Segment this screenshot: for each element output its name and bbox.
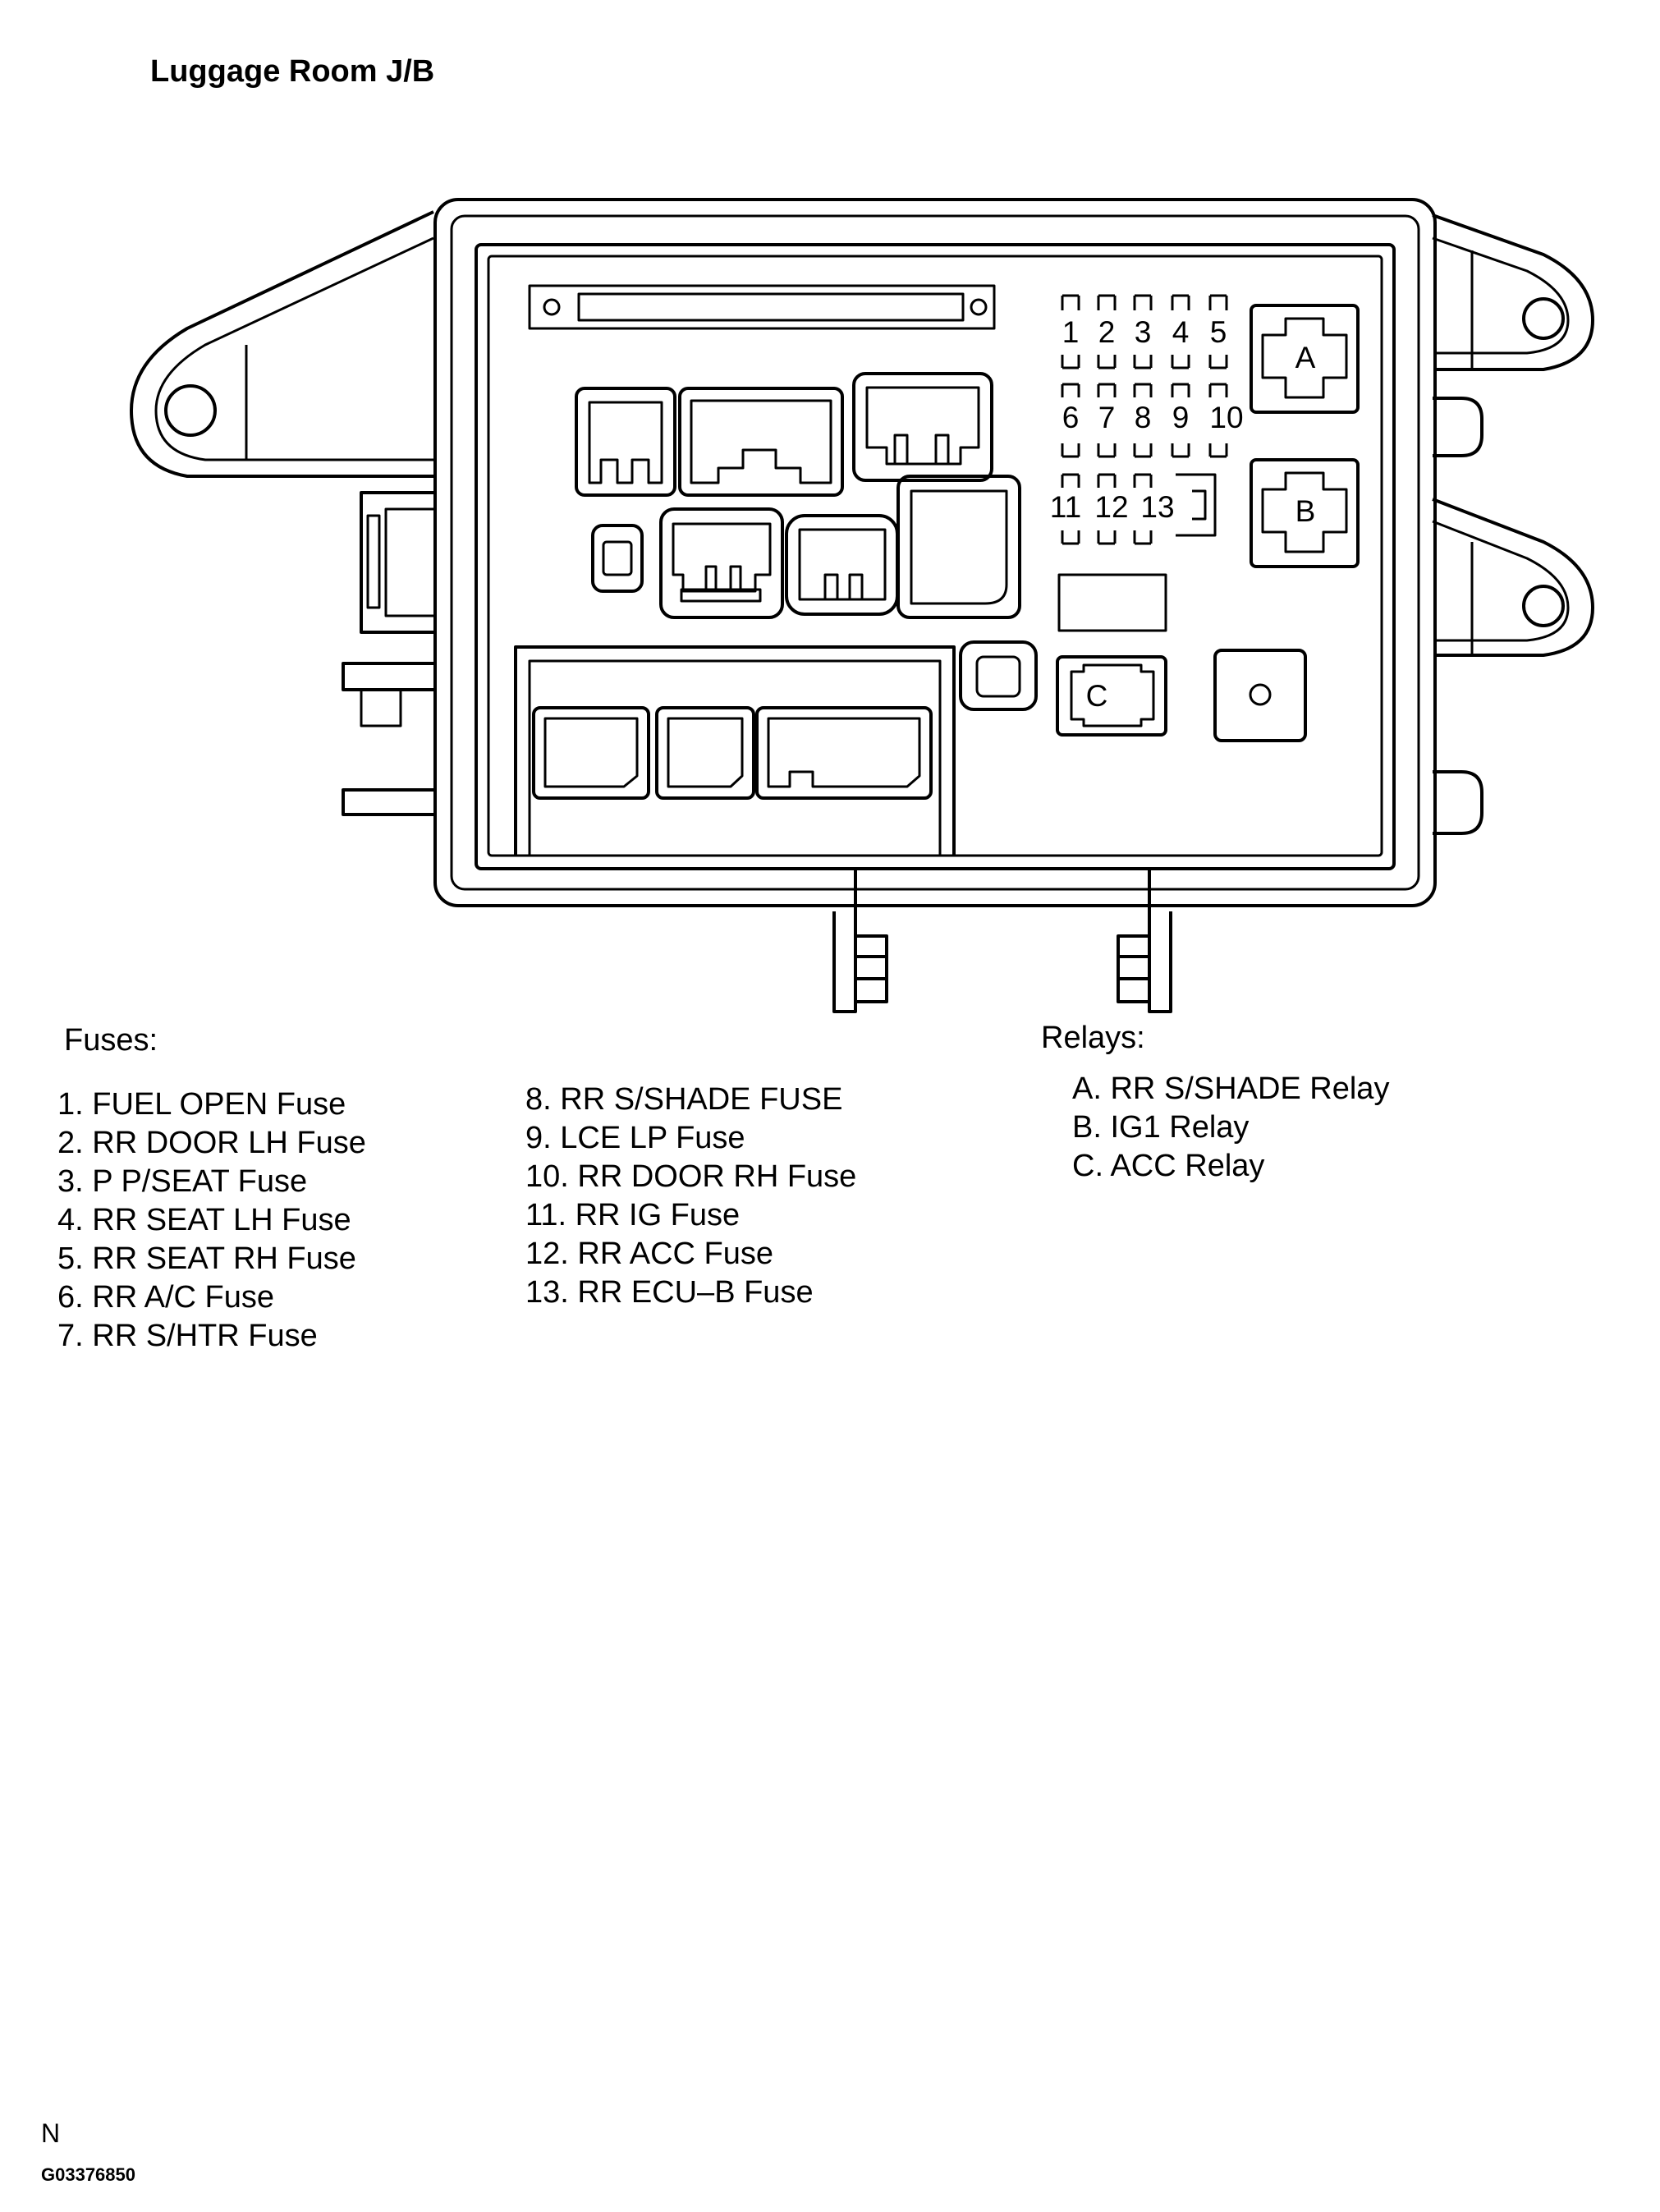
figure-code: G03376850 [41,2164,135,2185]
right-mount-hole-upper [1522,297,1565,340]
fuse-list-item: 4. RR SEAT LH Fuse [57,1203,351,1237]
page-title: Luggage Room J/B [150,54,435,89]
connector-8 [532,706,650,800]
left-side-latch [360,491,437,634]
relay-list-item: A. RR S/SHADE Relay [1072,1072,1390,1106]
bottom-tab-left [832,869,888,1013]
relay-list-item: C. ACC Relay [1072,1149,1265,1183]
blank-module [1057,573,1167,632]
connector-4 [591,524,644,593]
fuse-number-2: 2 [1098,315,1116,349]
fuse-list-item: 9. LCE LP Fuse [525,1121,745,1155]
fuse-number-11: 11 [1050,490,1081,524]
relay-list: A. RR S/SHADE Relay B. IG1 Relay C. ACC … [1072,1070,1389,1186]
fuse-number-9: 9 [1172,401,1190,434]
left-mount-hole [164,384,217,437]
relay-label-c: C [1086,679,1108,713]
fuse-number-10: 10 [1209,401,1243,434]
housing-outer [433,198,1437,907]
fuse-number-7: 7 [1098,401,1116,434]
relay-list-item: B. IG1 Relay [1072,1110,1250,1145]
fuse-number-3: 3 [1135,315,1152,349]
long-connector [528,284,996,330]
relay-b-housing [1250,458,1360,568]
fuse-number-1: 1 [1062,315,1080,349]
bottom-tab-right [1117,869,1172,1013]
relay-label-b: B [1295,494,1316,528]
fuse-list-column-2: 8. RR S/SHADE FUSE 9. LCE LP Fuse 10. RR… [525,1081,856,1312]
right-mounting-bracket-upper [1432,213,1594,371]
relay-a-housing [1250,304,1360,414]
connector-5 [659,507,784,619]
housing-inner-frame [475,243,1396,870]
fuse-list-item: 5. RR SEAT RH Fuse [57,1241,356,1276]
footer-letter: N [41,2118,61,2148]
fuse-list-item: 3. P P/SEAT Fuse [57,1164,308,1199]
fuse-number-13: 13 [1140,490,1174,524]
relays-heading: Relays: [1041,1021,1145,1055]
fuse-list-item: 1. FUEL OPEN Fuse [57,1087,346,1122]
right-mount-hole-lower [1522,585,1565,627]
fuse-number-5: 5 [1210,315,1227,349]
connector-9 [655,706,755,800]
right-mounting-bracket-lower [1432,498,1594,657]
relay-label-a: A [1295,341,1316,374]
fuse-list-item: 12. RR ACC Fuse [525,1237,773,1271]
fuse-number-8: 8 [1135,401,1152,434]
fuse-list-column-1: 1. FUEL OPEN Fuse 2. RR DOOR LH Fuse 3. … [57,1085,366,1356]
fuse-list-item: 7. RR S/HTR Fuse [57,1319,318,1353]
fuse-list-item: 11. RR IG Fuse [525,1198,741,1232]
lower-connector-bay [514,645,956,856]
fuse-list-item: 6. RR A/C Fuse [57,1280,274,1315]
fuse-number-6: 6 [1062,401,1080,434]
connector-1 [575,387,676,497]
connector-11 [959,640,1038,711]
fuse-list-item: 8. RR S/SHADE FUSE [525,1082,843,1117]
fuse-list-item: 2. RR DOOR LH Fuse [57,1126,366,1160]
connector-3 [852,372,993,482]
fuse-number-12: 12 [1094,490,1128,524]
fuse-list-item: 13. RR ECU–B Fuse [525,1275,814,1310]
junction-block-diagram: 1 2 3 4 5 6 7 8 9 10 11 12 13 A B C [130,198,1594,1013]
left-mounting-bracket [130,210,435,478]
fuse-slots [1061,294,1228,545]
fuse-list-item: 10. RR DOOR RH Fuse [525,1159,857,1194]
grommet-block [1213,649,1307,742]
connector-10 [755,706,933,800]
fuses-heading: Fuses: [64,1023,158,1058]
fuse-number-4: 4 [1172,315,1190,349]
connector-2 [678,387,844,497]
relay-c-housing [1056,655,1167,737]
connector-7 [896,475,1021,619]
